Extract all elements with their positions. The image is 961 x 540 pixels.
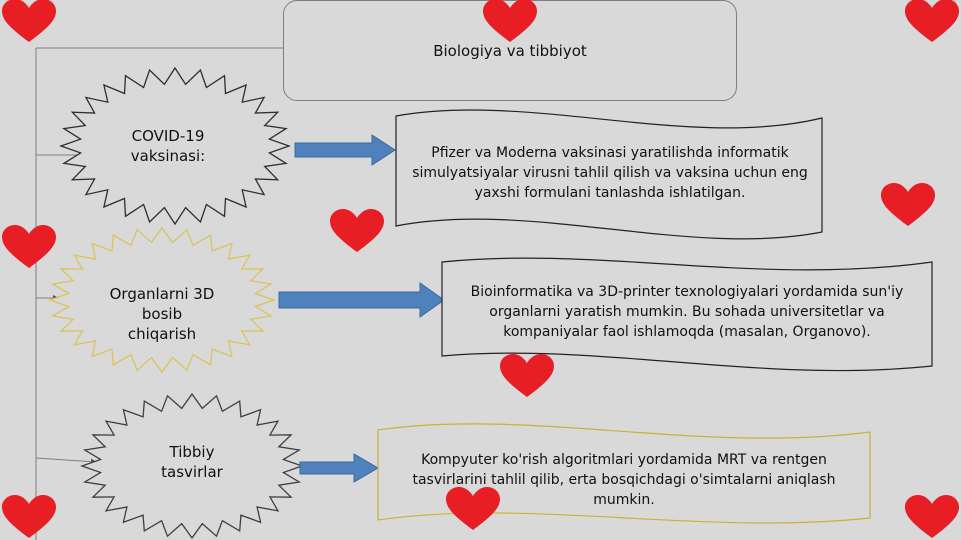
diagram-title: Biologiya va tibbiyot xyxy=(433,42,587,60)
heart-icon xyxy=(483,0,537,42)
banner-organs xyxy=(441,257,933,372)
description-line: simulyatsiyalar virusni tahlil qilish va… xyxy=(412,165,808,181)
banner-covid xyxy=(395,109,823,240)
connector-lines xyxy=(35,47,283,540)
label-covid-vaccine: COVID-19 vaksinasi: xyxy=(118,126,218,166)
heart-icon xyxy=(446,487,500,530)
arrow-imaging xyxy=(299,453,379,483)
description-line: Pfizer va Moderna vaksinasi yaratilishda… xyxy=(431,145,789,161)
description-line: organlarni yaratish mumkin. Bu sohada un… xyxy=(489,304,885,320)
description-line: kompaniyalar faol ishlamoqda (masalan, O… xyxy=(503,324,871,340)
arrow-organs xyxy=(278,282,445,318)
label-medical-imaging: Tibbiy tasvirlar xyxy=(140,442,244,482)
label-line: Tibbiy xyxy=(169,443,215,461)
label-line: chiqarish xyxy=(127,325,197,343)
label-line: tasvirlar xyxy=(161,463,223,481)
heart-icon xyxy=(2,0,56,42)
label-line: Organlarni 3D xyxy=(109,285,215,303)
description-line: yaxshi formulani tanlashda ishlatilgan. xyxy=(474,185,746,201)
banner-imaging xyxy=(377,423,871,524)
description-line: Kompyuter ko'rish algoritmlari yordamida… xyxy=(421,452,827,468)
description-organs: Bioinformatika va 3D-printer texnologiya… xyxy=(444,282,930,342)
heart-icon xyxy=(905,495,959,538)
heart-icon xyxy=(2,225,56,268)
description-line: tasvirlarini tahlil qilib, erta bosqichd… xyxy=(412,472,836,488)
label-line: COVID-19 xyxy=(131,127,205,145)
description-imaging: Kompyuter ko'rish algoritmlari yordamida… xyxy=(384,450,864,510)
description-line: mumkin. xyxy=(593,492,655,508)
star-shape-imaging xyxy=(80,392,304,540)
star-shape-organs xyxy=(48,226,276,374)
description-covid: Pfizer va Moderna vaksinasi yaratilishda… xyxy=(398,143,822,203)
heart-icon xyxy=(2,495,56,538)
star-shape-covid xyxy=(59,66,291,226)
label-line: vaksinasi: xyxy=(130,147,206,165)
heart-icon xyxy=(500,354,554,397)
arrow-covid xyxy=(294,134,396,166)
label-3d-organs: Organlarni 3D bosib chiqarish xyxy=(100,284,224,344)
heart-icon xyxy=(881,183,935,226)
label-line: bosib xyxy=(141,305,183,323)
heart-icon xyxy=(330,209,384,252)
heart-icon xyxy=(905,0,959,42)
description-line: Bioinformatika va 3D-printer texnologiya… xyxy=(470,284,904,300)
